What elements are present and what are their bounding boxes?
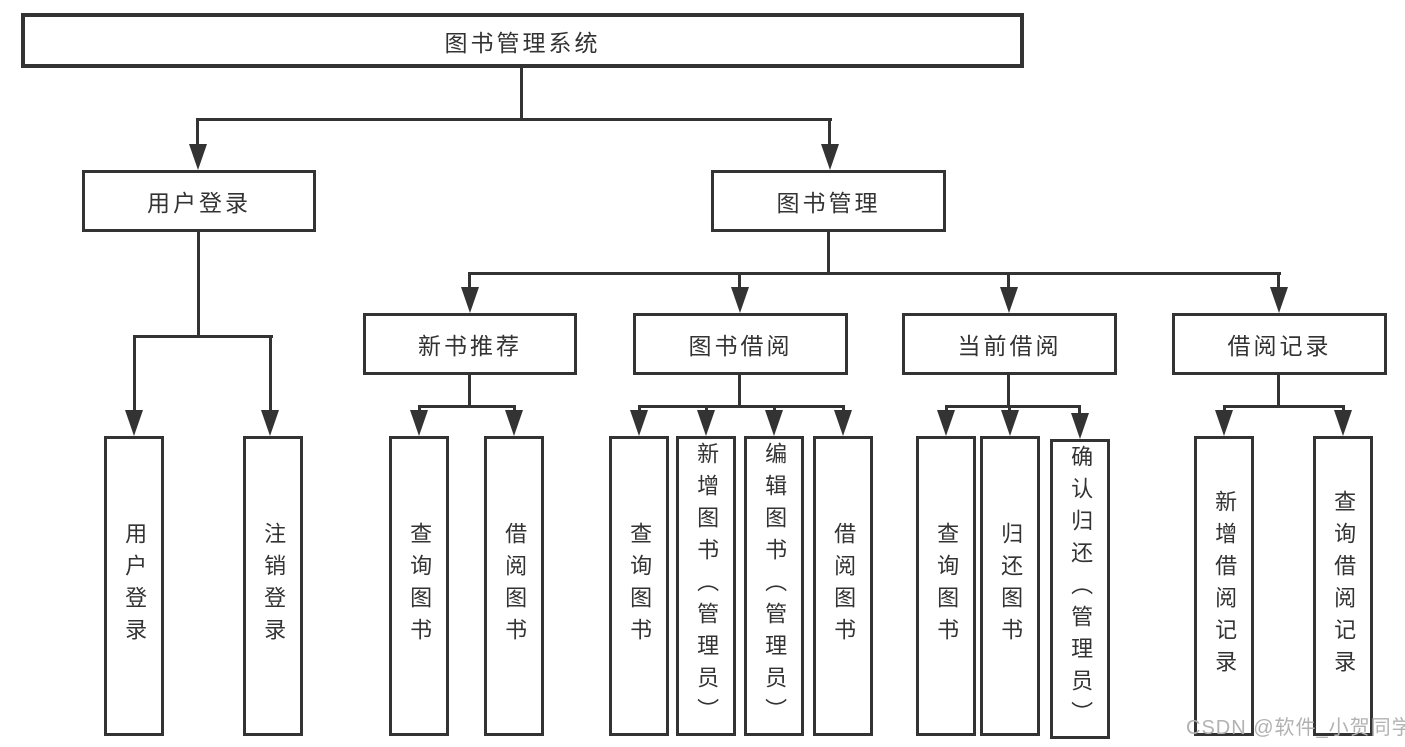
leaf-query-books-recommend: 查询图书 — [389, 436, 449, 736]
leaf-label: 新增借阅记录 — [1212, 490, 1238, 682]
node-label: 图书借阅 — [688, 333, 793, 359]
connector-drop-current-borrow — [1007, 272, 1010, 290]
arrow-g3-leaf-1 — [937, 410, 955, 436]
connector-drop-new-book — [468, 272, 471, 290]
csdn-watermark: CSDN @软件_小贺同学 — [1186, 717, 1405, 739]
leaf-confirm-return-admin: 确认归还（管理员） — [1050, 439, 1110, 739]
leaf-query-books-borrowing: 查询图书 — [609, 436, 669, 736]
node-user-login-branch: 用户登录 — [82, 170, 316, 232]
node-label: 当前借阅 — [957, 333, 1062, 359]
connector-g4-horizontal — [1223, 405, 1345, 408]
leaf-label: 用户登录 — [122, 522, 148, 650]
connector-drop-book-borrow — [738, 272, 741, 290]
arrow-g1-leaf-1 — [410, 410, 428, 436]
connector-g3-drop-2 — [1008, 405, 1011, 414]
connector-drop-user-login — [196, 118, 199, 148]
arrow-down-leaf-logout — [261, 410, 279, 436]
node-label: 图书管理系统 — [444, 29, 601, 56]
connector-g2-drop-1 — [638, 405, 641, 414]
connector-drop-leaf-user-login — [133, 335, 136, 412]
connector-level2-horizontal — [196, 118, 832, 121]
connector-g2-drop-4 — [842, 405, 845, 414]
leaf-label: 查询图书 — [407, 522, 433, 650]
connector-g4-drop-1 — [1223, 405, 1226, 414]
leaf-query-borrow-record: 查询借阅记录 — [1313, 436, 1373, 736]
arrow-g2-leaf-4 — [834, 410, 852, 436]
connector-g2-horizontal — [638, 405, 844, 408]
node-label: 用户登录 — [147, 190, 251, 216]
leaf-label: 借阅图书 — [502, 522, 528, 650]
leaf-borrow-books-recommend: 借阅图书 — [484, 436, 544, 736]
connector-level3-horizontal — [468, 272, 1281, 275]
leaf-label: 确认归还（管理员） — [1068, 445, 1094, 733]
connector-g2-drop-2 — [705, 405, 708, 414]
connector-drop-book-management — [828, 118, 831, 148]
arrow-g2-leaf-1 — [630, 410, 648, 436]
arrow-down-current-borrow — [1000, 287, 1018, 313]
arrow-g4-leaf-2 — [1334, 410, 1352, 436]
node-book-borrowing: 图书借阅 — [633, 313, 848, 375]
node-label: 图书管理 — [776, 190, 881, 216]
arrow-down-user-login — [189, 144, 207, 170]
leaf-label: 新增图书（管理员） — [694, 442, 720, 730]
leaf-user-login: 用户登录 — [104, 436, 164, 736]
node-new-book-recommendation: 新书推荐 — [363, 313, 577, 375]
node-borrowing-records: 借阅记录 — [1172, 313, 1387, 375]
connector-user-login-vertical — [197, 231, 200, 337]
connector-book-management-vertical — [827, 231, 830, 275]
connector-g3-drop-1 — [945, 405, 948, 414]
node-book-management: 图书管理 — [711, 170, 946, 232]
connector-g1-horizontal — [418, 405, 516, 408]
node-current-borrowing: 当前借阅 — [902, 313, 1117, 375]
leaf-label: 查询图书 — [627, 522, 653, 650]
arrow-g2-leaf-3 — [765, 410, 783, 436]
arrow-g3-leaf-3 — [1071, 413, 1089, 439]
leaf-label: 注销登录 — [261, 522, 287, 650]
leaf-label: 借阅图书 — [831, 522, 857, 650]
connector-g4-drop-2 — [1342, 405, 1345, 414]
arrow-down-leaf-user-login — [125, 410, 143, 436]
connector-drop-borrow-records — [1277, 272, 1280, 290]
connector-g1-drop-1 — [418, 405, 421, 414]
leaf-borrow-books-borrowing: 借阅图书 — [813, 436, 873, 736]
leaf-add-borrow-record: 新增借阅记录 — [1194, 436, 1254, 736]
arrow-g3-leaf-2 — [1001, 410, 1019, 436]
leaf-edit-book-admin: 编辑图书（管理员） — [744, 436, 804, 736]
leaf-query-books-current: 查询图书 — [916, 436, 976, 736]
connector-g2-vertical — [738, 374, 741, 407]
connector-g2-drop-3 — [773, 405, 776, 414]
arrow-down-borrow-records — [1270, 287, 1288, 313]
connector-g1-drop-2 — [513, 405, 516, 414]
leaf-label: 查询图书 — [934, 522, 960, 650]
leaf-return-books: 归还图书 — [980, 436, 1040, 736]
leaf-label: 查询借阅记录 — [1331, 490, 1357, 682]
arrow-down-new-book — [461, 287, 479, 313]
arrow-g4-leaf-1 — [1215, 410, 1233, 436]
connector-root-vertical — [520, 67, 523, 120]
connector-g3-vertical — [1007, 374, 1010, 407]
connector-drop-leaf-logout — [269, 335, 272, 412]
arrow-g2-leaf-2 — [697, 410, 715, 436]
leaf-add-book-admin: 新增图书（管理员） — [676, 436, 736, 736]
connector-g1-vertical — [468, 374, 471, 407]
leaf-label: 编辑图书（管理员） — [762, 442, 788, 730]
node-library-management-system: 图书管理系统 — [21, 13, 1024, 68]
arrow-g1-leaf-2 — [505, 410, 523, 436]
arrow-down-book-borrow — [731, 287, 749, 313]
leaf-logout: 注销登录 — [243, 436, 303, 736]
connector-g3-drop-3 — [1078, 405, 1081, 414]
node-label: 借阅记录 — [1227, 333, 1332, 359]
connector-g4-vertical — [1277, 374, 1280, 407]
leaf-label: 归还图书 — [998, 522, 1024, 650]
connector-g3-horizontal — [945, 405, 1081, 408]
node-label: 新书推荐 — [418, 333, 522, 359]
arrow-down-book-management — [821, 144, 839, 170]
connector-user-login-horizontal — [133, 335, 273, 338]
